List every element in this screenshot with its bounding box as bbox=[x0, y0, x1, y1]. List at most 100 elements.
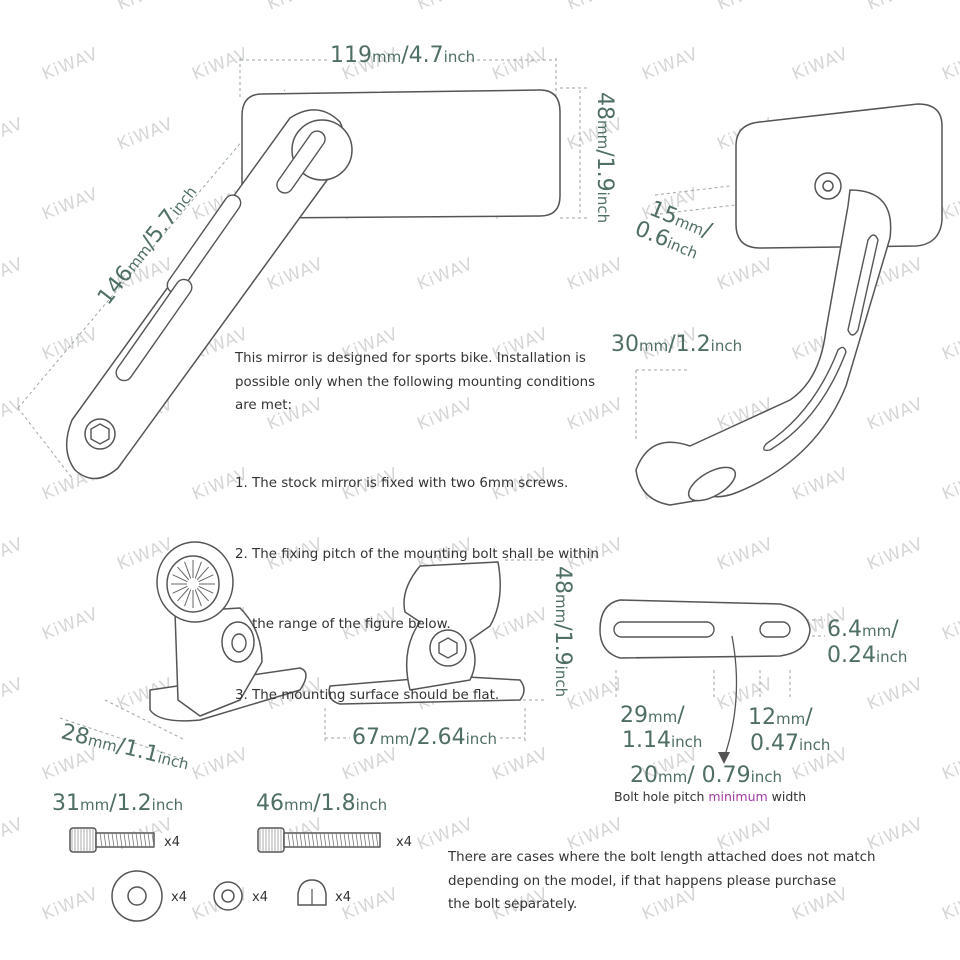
thread-line bbox=[331, 832, 335, 848]
watermark-text: KiWAV bbox=[639, 44, 701, 85]
spoke-line bbox=[198, 585, 214, 594]
thread-line bbox=[299, 832, 303, 848]
thread-line bbox=[103, 832, 107, 848]
watermark-text: KiWAV bbox=[789, 464, 851, 505]
dim-slot-a: 29mm/ 1.14inch bbox=[620, 703, 702, 753]
watermark-text: KiWAV bbox=[564, 0, 626, 15]
spoke-line bbox=[184, 589, 192, 607]
watermark-text: KiWAV bbox=[39, 184, 101, 225]
thread-line bbox=[119, 832, 123, 848]
thread-line bbox=[99, 832, 103, 848]
watermark-text: KiWAV bbox=[864, 394, 926, 435]
thread-line bbox=[303, 832, 307, 848]
pitch-caption: Bolt hole pitch minimum width bbox=[614, 789, 806, 804]
dim-mirror-height: 48mm/1.9inch bbox=[592, 92, 617, 223]
spoke-line bbox=[194, 561, 202, 579]
dim-slot-width: 6.4mm/ 0.24inch bbox=[827, 617, 907, 668]
svg-text:12mm/: 12mm/ bbox=[748, 705, 813, 730]
thread-line bbox=[347, 832, 351, 848]
thread-line bbox=[151, 832, 155, 848]
svg-text:29mm/: 29mm/ bbox=[620, 703, 685, 728]
thread-line bbox=[291, 832, 295, 848]
watermark-text: KiWAV bbox=[789, 44, 851, 85]
condition-line: 2. The fixing pitch of the mounting bolt… bbox=[235, 546, 599, 562]
thread-line bbox=[135, 832, 139, 848]
condition-line: 1. The stock mirror is fixed with two 6m… bbox=[235, 476, 569, 491]
bolt-note-line: depending on the model, if that happens … bbox=[448, 873, 837, 889]
watermark-text: KiWAV bbox=[114, 0, 176, 15]
dim-arm-width: 30mm/1.2inch bbox=[611, 332, 742, 357]
watermark-text: KiWAV bbox=[189, 44, 251, 85]
thread-line bbox=[339, 832, 343, 848]
spoke-line bbox=[198, 574, 214, 583]
watermark-text: KiWAV bbox=[339, 744, 401, 785]
thread-line bbox=[143, 832, 147, 848]
thread-line bbox=[375, 832, 379, 848]
thread-line bbox=[355, 832, 359, 848]
thread-line bbox=[319, 832, 323, 848]
thread-line bbox=[111, 832, 115, 848]
mount-base-side bbox=[324, 559, 545, 742]
thread-line bbox=[363, 832, 367, 848]
watermark-text: KiWAV bbox=[939, 44, 960, 85]
thread-line bbox=[107, 832, 111, 848]
spoke-line bbox=[177, 566, 190, 581]
washer-large-icon bbox=[111, 870, 163, 922]
watermark-text: KiWAV bbox=[414, 254, 476, 295]
washer-small-icon bbox=[213, 881, 243, 911]
watermark-text: KiWAV bbox=[939, 604, 960, 645]
intro-line: This mirror is designed for sports bike.… bbox=[235, 351, 586, 366]
spoke-line bbox=[196, 566, 209, 581]
thread-line bbox=[131, 832, 135, 848]
caption-text: Bolt hole pitch bbox=[614, 789, 709, 804]
dim-mirror-width: 119mm/4.7inch bbox=[330, 43, 475, 68]
thread-line bbox=[371, 832, 375, 848]
intro-line: possible only when the following mountin… bbox=[235, 374, 596, 390]
bolt-long bbox=[257, 827, 381, 853]
cap-nut-icon bbox=[297, 879, 327, 906]
condition-line: 3. The mounting surface should be flat. bbox=[235, 687, 500, 703]
bolt-short bbox=[69, 827, 155, 853]
watermark-text: KiWAV bbox=[0, 534, 27, 575]
bolt-note-line: There are cases where the bolt length at… bbox=[448, 850, 876, 865]
cap-nut-qty: x4 bbox=[335, 890, 351, 905]
bolt-long-thread bbox=[259, 829, 379, 851]
watermark-text: KiWAV bbox=[864, 674, 926, 715]
watermark-text: KiWAV bbox=[0, 0, 27, 15]
watermark-text: KiWAV bbox=[39, 324, 101, 365]
watermark-text: KiWAV bbox=[939, 464, 960, 505]
washer-large-qty: x4 bbox=[171, 890, 187, 905]
condition-line: the range of the figure below. bbox=[235, 617, 451, 632]
svg-text:0.47inch: 0.47inch bbox=[750, 731, 830, 756]
dim-bolt-short: 31mm/1.2inch bbox=[52, 791, 183, 816]
thread-line bbox=[327, 832, 331, 848]
intro-line: are met: bbox=[235, 398, 292, 413]
watermark-text: KiWAV bbox=[939, 324, 960, 365]
bolt-slot-plate bbox=[599, 599, 825, 764]
thread-line bbox=[147, 832, 151, 848]
thread-line bbox=[367, 832, 371, 848]
spoke-line bbox=[184, 561, 192, 579]
thread-line bbox=[139, 832, 143, 848]
thread-line bbox=[127, 832, 131, 848]
svg-text:0.24inch: 0.24inch bbox=[827, 643, 907, 668]
watermark-text: KiWAV bbox=[489, 744, 551, 785]
bolt-short-qty: x4 bbox=[164, 835, 180, 850]
dim-slot-b: 12mm/ 0.47inch bbox=[748, 705, 830, 756]
mirror-side-view bbox=[635, 103, 943, 506]
thread-line bbox=[335, 832, 339, 848]
thread-line bbox=[311, 832, 315, 848]
mount-spokes bbox=[171, 560, 215, 608]
thread-line bbox=[323, 832, 327, 848]
bolt-long-qty: x4 bbox=[396, 835, 412, 850]
watermark-text: KiWAV bbox=[0, 814, 27, 855]
thread-line bbox=[287, 832, 291, 848]
watermark-text: KiWAV bbox=[564, 254, 626, 295]
watermark-text: KiWAV bbox=[714, 534, 776, 575]
dim-bolt-long: 46mm/1.8inch bbox=[256, 791, 387, 816]
watermark-text: KiWAV bbox=[864, 534, 926, 575]
caption-highlight: minimum bbox=[708, 789, 768, 804]
spoke-line bbox=[172, 585, 188, 594]
bolt-note: There are cases where the bolt length at… bbox=[448, 846, 875, 917]
